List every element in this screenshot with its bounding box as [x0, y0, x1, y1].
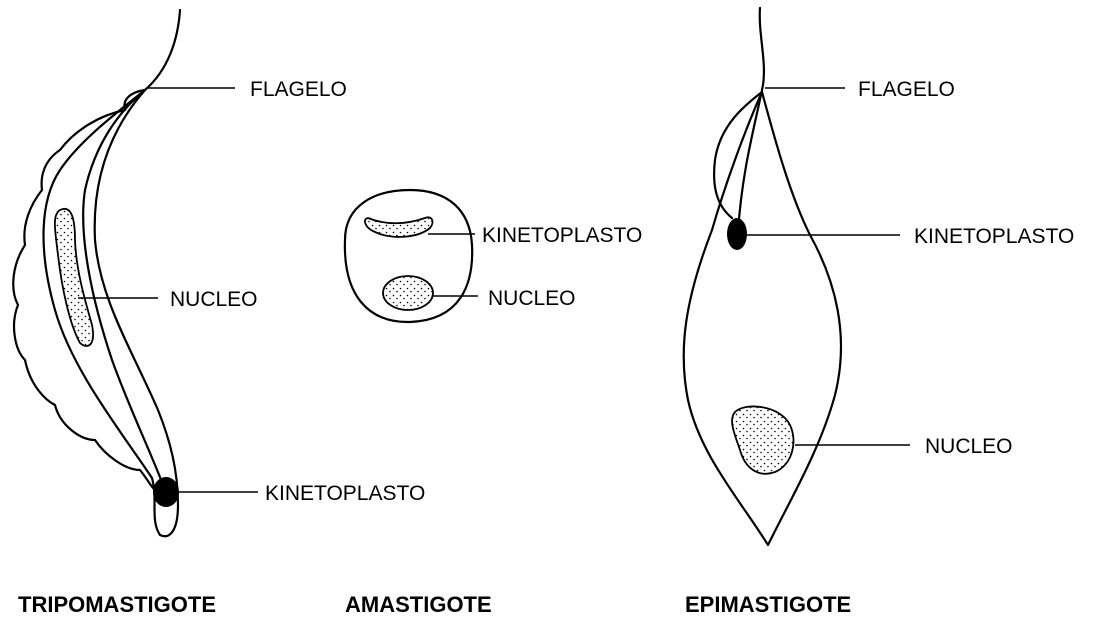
- tripomastigote-undulating-membrane: [13, 90, 155, 490]
- amastigote-title: AMASTIGOTE: [345, 592, 492, 617]
- amastigote-nucleus: [383, 276, 433, 310]
- epimastigote-kinetoplast: [727, 218, 747, 250]
- epimastigote-flagelo-label: FLAGELO: [858, 78, 955, 101]
- epimastigote-body-outline: [684, 92, 841, 545]
- tripomastigote-flagelo-label: FLAGELO: [250, 78, 347, 101]
- tripomastigote-flagellum: [83, 10, 180, 490]
- amastigote-nucleo-label: NUCLEO: [488, 287, 576, 310]
- amastigote-kinetoplasto-label: KINETOPLASTO: [482, 224, 642, 247]
- tripomastigote-title: TRIPOMASTIGOTE: [18, 592, 216, 617]
- epimastigote-figure: FLAGELO KINETOPLASTO NUCLEO EPIMASTIGOTE: [684, 8, 1075, 617]
- amastigote-kinetoplast: [365, 217, 433, 237]
- tripomastigote-kinetoplasto-label: KINETOPLASTO: [265, 482, 425, 505]
- tripomastigote-figure: FLAGELO NUCLEO KINETOPLASTO TRIPOMASTIGO…: [13, 10, 425, 617]
- tripomastigote-kinetoplast: [153, 477, 179, 507]
- epimastigote-nucleus: [732, 406, 793, 473]
- epimastigote-title: EPIMASTIGOTE: [685, 592, 851, 617]
- amastigote-figure: KINETOPLASTO NUCLEO AMASTIGOTE: [345, 190, 642, 617]
- epimastigote-kinetoplasto-label: KINETOPLASTO: [914, 225, 1074, 248]
- epimastigote-nucleo-label: NUCLEO: [925, 435, 1013, 458]
- tripomastigote-nucleo-label: NUCLEO: [170, 288, 258, 311]
